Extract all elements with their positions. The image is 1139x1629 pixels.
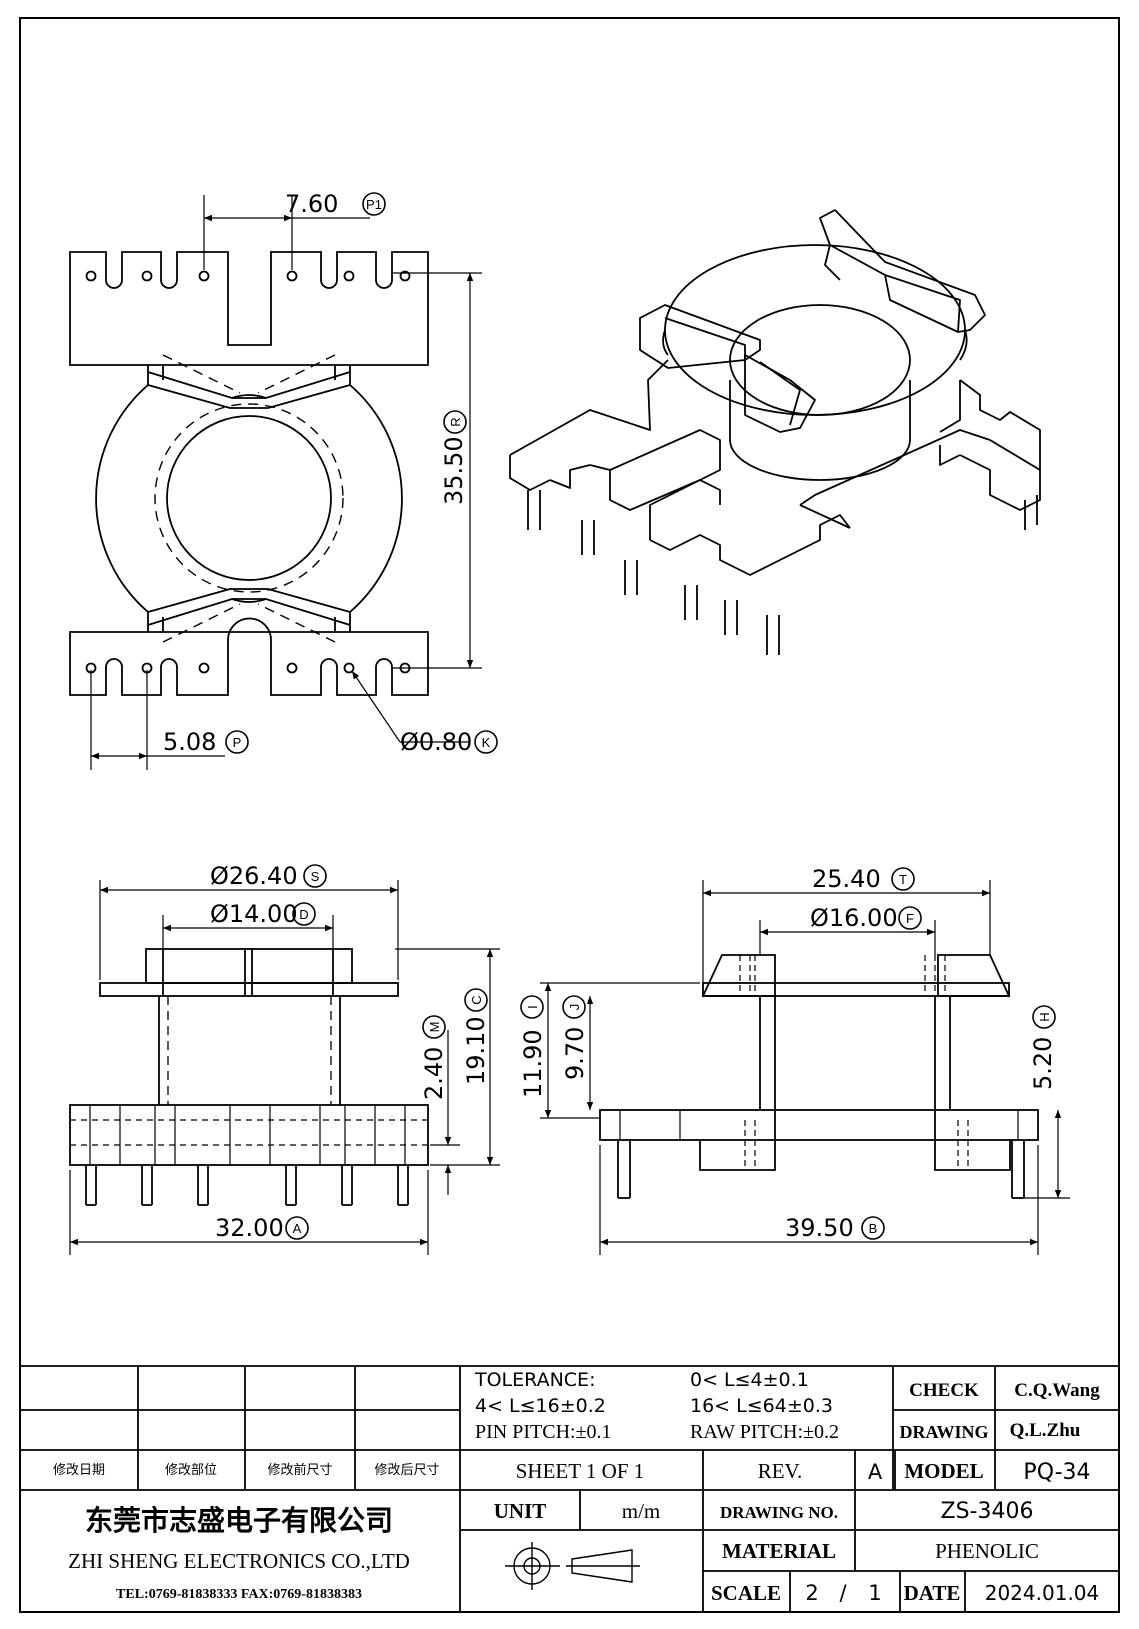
rev-header-date: 修改日期 <box>53 1463 105 1478</box>
rev-label: REV. <box>758 1459 803 1483</box>
drawing-no-value: ZS-3406 <box>941 1499 1034 1524</box>
dim-ref-c: C <box>469 995 484 1004</box>
rev-value: A <box>868 1460 883 1484</box>
company-name-en: ZHI SHENG ELECTRONICS CO.,LTD <box>68 1549 410 1573</box>
front-view-dim-labels: Ø26.40 S Ø14.00 D 19.10 C 2.40 M 32.00 A <box>210 862 490 1242</box>
dim-ref-s: S <box>311 869 320 884</box>
scale-denominator: 1 <box>868 1581 881 1605</box>
top-core-bore <box>166 415 332 581</box>
top-pin-strip-lower <box>69 617 429 696</box>
dim-ref-p1: P1 <box>366 197 382 212</box>
unit-label: UNIT <box>494 1499 547 1523</box>
dim-ref-t: T <box>899 872 907 887</box>
dim-ref-a: A <box>293 1221 302 1236</box>
model-label: MODEL <box>904 1459 983 1483</box>
scale-label: SCALE <box>711 1581 781 1605</box>
tolerance-2: 4< L≤16±0.2 <box>475 1395 606 1417</box>
dim-pin-pitch: 5.08 <box>163 728 216 756</box>
dim-top-width-side: 25.40 <box>812 865 881 893</box>
dim-base-width-front: 32.00 <box>215 1214 284 1242</box>
projection-symbol-icon <box>505 1542 640 1590</box>
dim-ref-m: M <box>427 1022 442 1033</box>
check-value: C.Q.Wang <box>1014 1380 1100 1401</box>
title-block-text: 修改日期 修改部位 修改前尺寸 修改后尺寸 TOLERANCE: 0< L≤4±… <box>53 1369 1100 1605</box>
scale-numerator: 2 <box>805 1581 818 1605</box>
tolerance-1: 0< L≤4±0.1 <box>690 1369 809 1391</box>
raw-pitch-tolerance: RAW PITCH:±0.2 <box>690 1421 839 1443</box>
sheet-count: SHEET 1 OF 1 <box>516 1459 645 1483</box>
top-flange-left-arc <box>95 384 149 613</box>
dim-ref-j: J <box>567 1004 582 1011</box>
company-name-cn: 东莞市志盛电子有限公司 <box>85 1504 393 1537</box>
isometric-view <box>509 209 1041 655</box>
rev-header-before: 修改前尺寸 <box>267 1462 332 1478</box>
dim-base-offset: 2.40 <box>420 1047 448 1100</box>
title-block-grid <box>20 1365 1119 1612</box>
sheet-border <box>19 17 1120 1613</box>
dim-ref-f: F <box>906 911 914 926</box>
drawing-label: DRAWING <box>899 1422 988 1442</box>
top-flange-right-arc <box>349 384 403 613</box>
top-view-dim-labels: 7.60 P1 35.50 R 5.08 P Ø0.80 K <box>163 190 498 756</box>
date-label: DATE <box>904 1581 961 1605</box>
dim-ref-k: K <box>482 735 491 750</box>
dim-overall-length: 35.50 <box>440 436 468 505</box>
dim-height-overall: 19.10 <box>462 1016 490 1085</box>
model-value: PQ-34 <box>1023 1460 1090 1485</box>
dim-bore-side: Ø16.00 <box>810 904 898 932</box>
dim-flange-diameter: Ø26.40 <box>210 862 298 890</box>
tolerance-label: TOLERANCE: <box>474 1369 595 1391</box>
dim-ref-i: I <box>525 1005 540 1009</box>
scale-separator: / <box>839 1581 847 1605</box>
front-view-dimensions <box>69 880 500 1255</box>
dim-pin-diameter: Ø0.80 <box>400 728 472 756</box>
top-view <box>69 251 429 696</box>
dim-ref-d: D <box>299 907 308 922</box>
top-pin-holes <box>85 270 411 674</box>
drawing-value: Q.L.Zhu <box>1010 1420 1081 1441</box>
front-view <box>69 948 429 1206</box>
dim-pin-row-spacing: 7.60 <box>285 190 338 218</box>
side-view <box>599 954 1039 1199</box>
unit-value: m/m <box>622 1499 661 1523</box>
pin-pitch-tolerance: PIN PITCH:±0.1 <box>475 1421 612 1443</box>
rev-header-part: 修改部位 <box>165 1463 217 1478</box>
material-value: PHENOLIC <box>935 1539 1039 1563</box>
dim-ref-p: P <box>233 735 242 750</box>
dim-winding-height-outer: 11.90 <box>519 1029 547 1098</box>
dim-winding-height-inner: 9.70 <box>561 1027 589 1080</box>
side-view-dimensions <box>540 880 1070 1255</box>
dim-core-diameter: Ø14.00 <box>210 900 298 928</box>
side-view-dim-labels: 25.40 T Ø16.00 F 11.90 I 9.70 J 5.20 H 3… <box>519 865 1057 1242</box>
dim-ref-b: B <box>869 1221 878 1236</box>
dim-ref-r: R <box>448 417 463 426</box>
tolerance-3: 16< L≤64±0.3 <box>690 1395 833 1417</box>
drawing-no-label: DRAWING NO. <box>720 1503 838 1522</box>
company-contact: TEL:0769-81838333 FAX:0769-81838383 <box>116 1587 362 1602</box>
date-value: 2024.01.04 <box>985 1581 1100 1605</box>
dim-base-width-side: 39.50 <box>785 1214 854 1242</box>
rev-header-after: 修改后尺寸 <box>374 1463 439 1478</box>
check-label: CHECK <box>909 1380 979 1401</box>
top-view-dimensions <box>90 195 482 770</box>
dim-ref-h: H <box>1037 1012 1052 1021</box>
top-pin-strip-upper <box>69 251 429 366</box>
dim-pin-length: 5.20 <box>1029 1037 1057 1090</box>
material-label: MATERIAL <box>722 1539 836 1563</box>
